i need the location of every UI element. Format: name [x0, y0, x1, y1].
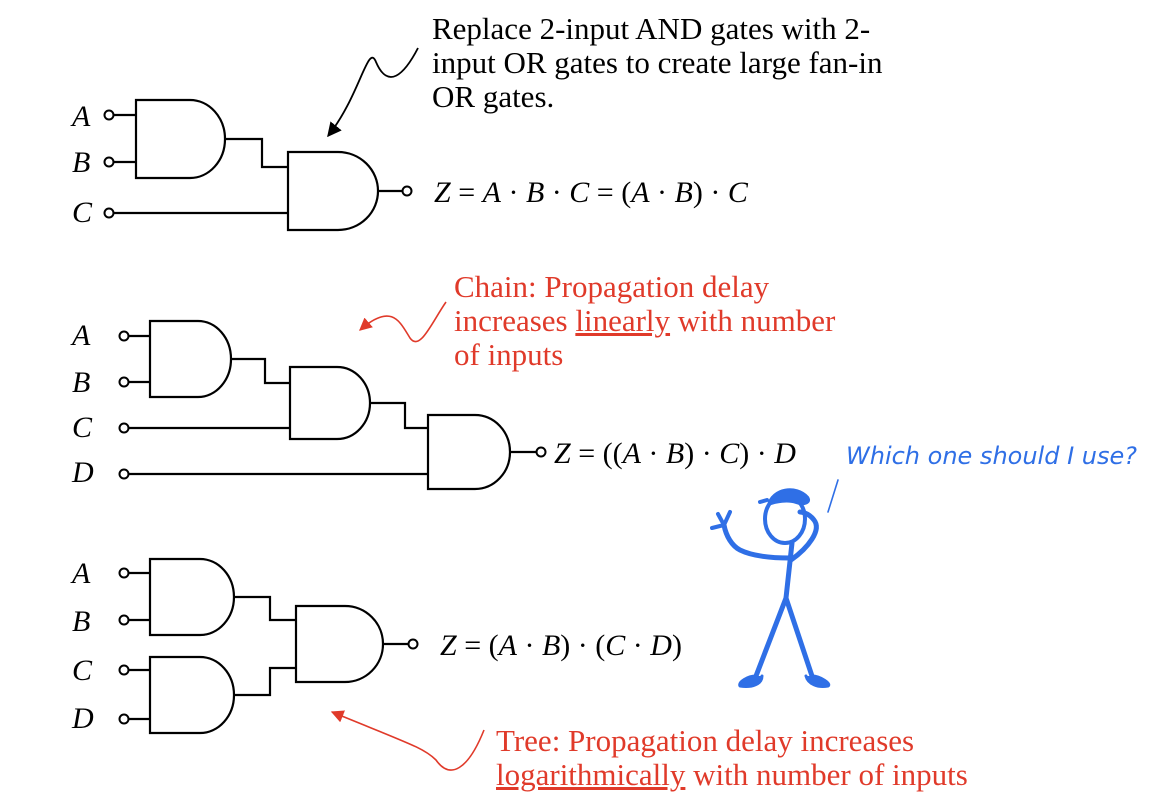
tree-label-a: A	[70, 557, 91, 590]
tree-gate-ab	[148, 557, 236, 637]
tree-label-b: B	[72, 605, 90, 638]
input-pin-b	[103, 156, 115, 168]
chain-label-b: B	[72, 366, 90, 399]
figure-right-arm	[788, 509, 819, 563]
tree-label-c: C	[72, 654, 93, 687]
chain-note: Chain: Propagation delay increases linea…	[454, 270, 835, 372]
tree-note-line1: Tree: Propagation delay increases	[496, 723, 915, 758]
and-gate-abc	[286, 150, 380, 232]
tree-gate-cd	[148, 655, 236, 735]
circuit-chain: A B C D Z = ((A · B) · C) · D	[70, 319, 796, 491]
circuit-three-input: A B C Z = A · B · C = (A · B) · C	[70, 98, 749, 232]
figure-left-hand	[710, 510, 732, 530]
speech-line	[827, 479, 839, 513]
chain-label-d: D	[71, 456, 94, 489]
chain-wire-1	[231, 357, 290, 385]
input-pin-c	[103, 207, 115, 219]
output-pin-z	[401, 185, 413, 197]
tree-input-wires	[129, 571, 150, 721]
figure-cap	[767, 488, 810, 506]
chain-note-line3: of inputs	[454, 337, 564, 372]
tree-pin-b	[118, 614, 130, 626]
chain-note-line2-post: with number	[670, 303, 836, 338]
tree-note-line2: logarithmically with number of inputs	[496, 758, 968, 792]
chain-pin-d	[118, 468, 130, 480]
and-gate-ab	[134, 98, 227, 180]
chain-gate-2	[288, 365, 372, 441]
figure-left-arm	[721, 522, 793, 561]
chain-pin-a	[118, 330, 130, 342]
thinking-figure	[710, 479, 839, 688]
input-label-b: B	[72, 146, 90, 179]
circuit-tree: A B C D Z = (A · B) · (C · D)	[70, 557, 682, 735]
tree-arrow	[330, 710, 485, 771]
chain-note-line2-pre: increases	[454, 303, 576, 338]
replace-note-line3: OR gates.	[432, 79, 555, 114]
replace-note: Replace 2-input AND gates with 2- input …	[432, 12, 882, 114]
tree-note-line2-post: with number of inputs	[685, 757, 968, 792]
chain-label-a: A	[70, 319, 91, 352]
tree-gate-out	[294, 604, 385, 684]
figure-legs	[753, 595, 815, 679]
tree-inner-wires	[234, 595, 296, 697]
input-wires	[114, 113, 288, 215]
figure-cap-visor	[758, 498, 769, 504]
replace-arrow	[327, 47, 419, 138]
chain-gate-1	[148, 319, 233, 399]
chain-pin-c	[118, 422, 130, 434]
equation-tree: Z = (A · B) · (C · D)	[440, 629, 682, 662]
wire-ab-to-gate2	[225, 137, 288, 169]
equation-chain: Z = ((A · B) · C) · D	[554, 437, 796, 470]
equation-three-input: Z = A · B · C = (A · B) · C	[434, 176, 749, 209]
chain-output-pin	[535, 446, 547, 458]
chain-label-c: C	[72, 411, 93, 444]
tree-output-pin	[407, 638, 419, 650]
figure-body	[783, 540, 795, 601]
replace-note-line1: Replace 2-input AND gates with 2-	[432, 11, 871, 46]
tree-pin-d	[118, 713, 130, 725]
tree-note: Tree: Propagation delay increases logari…	[496, 724, 968, 792]
chain-note-emphasis: linearly	[575, 303, 671, 338]
chain-input-wires	[129, 334, 428, 476]
figure-left-foot	[738, 674, 764, 688]
chain-arrow	[359, 301, 447, 343]
chain-note-line1: Chain: Propagation delay	[454, 269, 770, 304]
chain-gate-3	[426, 413, 512, 491]
chain-note-line2: increases linearly with number	[454, 304, 835, 338]
figure-right-foot	[804, 674, 831, 688]
chain-wire-2	[370, 401, 428, 430]
input-pin-a	[103, 109, 115, 121]
tree-pin-a	[118, 567, 130, 579]
input-label-c: C	[72, 196, 93, 229]
input-label-a: A	[70, 100, 91, 133]
tree-pin-c	[118, 664, 130, 676]
chain-pin-b	[118, 376, 130, 388]
tree-note-emphasis: logarithmically	[496, 757, 686, 792]
question-bubble: Which one should I use?	[846, 442, 1137, 470]
tree-label-d: D	[71, 702, 94, 735]
replace-note-line2: input OR gates to create large fan-in	[432, 45, 883, 80]
